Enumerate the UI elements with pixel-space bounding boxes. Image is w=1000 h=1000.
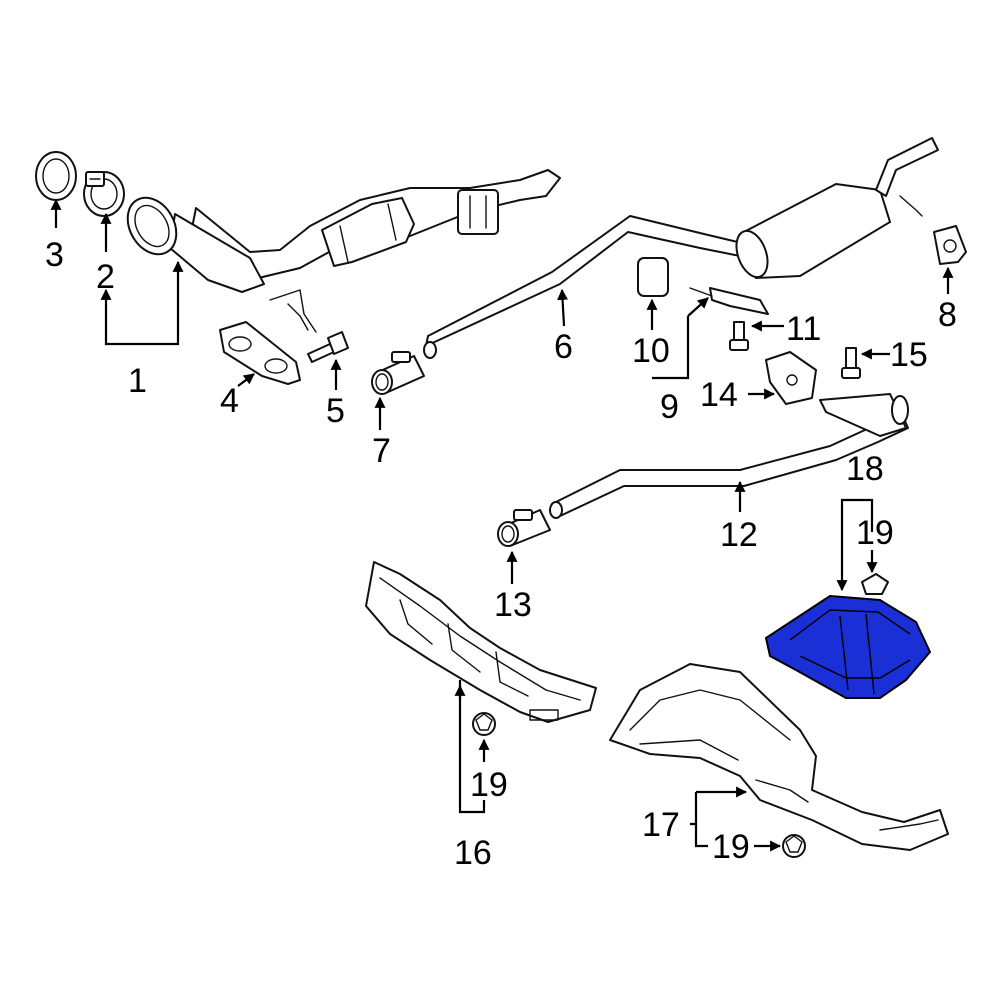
tail-pipe-part: [549, 393, 909, 519]
callout-16: 16: [454, 834, 492, 872]
callout-19-top: 19: [856, 514, 894, 552]
flange-gasket-part: [219, 321, 301, 385]
nut-19-left-part: [472, 712, 496, 736]
callout-5: 5: [326, 392, 345, 430]
nut-19-top-part: [861, 573, 889, 595]
band-clamp-part: [83, 171, 125, 217]
pipe-clamp-lower-part: [497, 509, 551, 547]
catalytic-converter-part: [126, 169, 561, 333]
callout-8: 8: [938, 296, 957, 334]
callout-4: 4: [220, 382, 239, 420]
callout-19-bottom: 19: [712, 828, 750, 866]
callout-13: 13: [494, 586, 532, 624]
callout-14: 14: [700, 376, 738, 414]
heat-shield-highlighted-part: [765, 595, 931, 699]
bolt-15-part: [841, 347, 861, 379]
nut-19-bottom-part: [782, 834, 806, 858]
mount-bracket-part: [765, 351, 817, 405]
callout-19-left: 19: [470, 766, 508, 804]
callout-2: 2: [96, 258, 115, 296]
heat-shield-left-part: [365, 561, 597, 723]
callout-15: 15: [890, 336, 928, 374]
callout-6: 6: [554, 328, 573, 366]
callout-10: 10: [632, 332, 670, 370]
stud-bolt-part: [307, 331, 349, 363]
callout-12: 12: [720, 516, 758, 554]
hanger-bracket-part: [689, 287, 769, 315]
gasket-ring-part: [35, 151, 77, 201]
callout-9: 9: [660, 388, 679, 426]
callout-labels: 1 2 3 4 5 6 7 8 9 10 11 12 13 14 15 16 1…: [45, 236, 957, 872]
rubber-hanger-part: [933, 225, 967, 265]
callout-7: 7: [372, 432, 391, 470]
callout-3: 3: [45, 236, 64, 274]
callout-18: 18: [846, 450, 884, 488]
pipe-clamp-upper-part: [371, 351, 425, 395]
callout-17: 17: [642, 806, 680, 844]
callout-11: 11: [786, 310, 821, 348]
heat-shield-right-part: [609, 663, 949, 851]
callout-1: 1: [128, 362, 147, 400]
intermediate-pipe-muffler-part: [423, 137, 939, 359]
leader-lines: [50, 198, 954, 852]
bolt-11-part: [729, 321, 749, 351]
